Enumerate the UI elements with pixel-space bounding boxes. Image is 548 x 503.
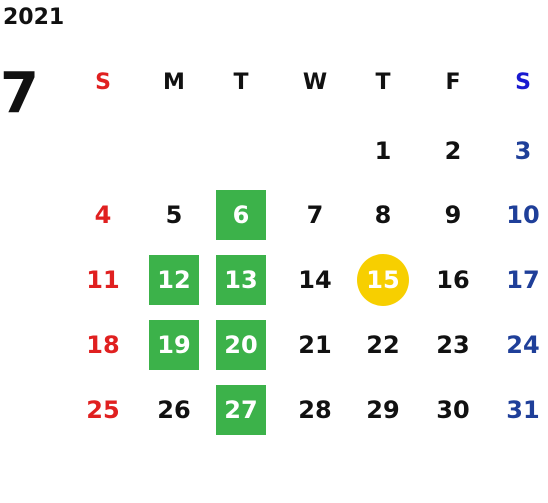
day-cell[interactable]: 2	[444, 137, 462, 165]
day-cell[interactable]: 19	[149, 320, 199, 370]
year-label: 2021	[3, 5, 65, 30]
day-cell[interactable]: 4	[94, 201, 112, 229]
weekday-header: F	[445, 69, 461, 95]
day-cell[interactable]: 24	[506, 331, 540, 359]
day-cell-today[interactable]: 15	[357, 254, 409, 306]
day-cell[interactable]: 9	[444, 201, 462, 229]
day-cell[interactable]: 1	[374, 137, 392, 165]
day-cell[interactable]: 27	[216, 385, 266, 435]
day-cell[interactable]: 28	[298, 396, 332, 424]
day-cell[interactable]: 20	[216, 320, 266, 370]
day-cell[interactable]: 3	[514, 137, 532, 165]
weekday-header: T	[233, 69, 249, 95]
day-cell[interactable]: 12	[149, 255, 199, 305]
day-cell[interactable]: 21	[298, 331, 332, 359]
day-cell[interactable]: 13	[216, 255, 266, 305]
day-cell[interactable]: 8	[374, 201, 392, 229]
day-cell[interactable]: 10	[506, 201, 540, 229]
day-cell[interactable]: 18	[86, 331, 120, 359]
weekday-header: S	[95, 69, 111, 95]
day-cell[interactable]: 23	[436, 331, 470, 359]
weekday-header: S	[515, 69, 531, 95]
day-cell[interactable]: 11	[86, 266, 120, 294]
day-cell[interactable]: 31	[506, 396, 540, 424]
day-cell[interactable]: 6	[216, 190, 266, 240]
day-cell[interactable]: 30	[436, 396, 470, 424]
day-cell[interactable]: 17	[506, 266, 540, 294]
weekday-header: M	[163, 69, 185, 95]
day-cell[interactable]: 5	[165, 201, 183, 229]
weekday-header: T	[375, 69, 391, 95]
day-cell[interactable]: 22	[366, 331, 400, 359]
day-cell[interactable]: 14	[298, 266, 332, 294]
weekday-header: W	[302, 69, 328, 95]
day-cell[interactable]: 7	[306, 201, 324, 229]
day-cell[interactable]: 16	[436, 266, 470, 294]
day-cell[interactable]: 29	[366, 396, 400, 424]
day-cell[interactable]: 26	[157, 396, 191, 424]
month-label: 7	[0, 61, 39, 126]
day-cell[interactable]: 25	[86, 396, 120, 424]
